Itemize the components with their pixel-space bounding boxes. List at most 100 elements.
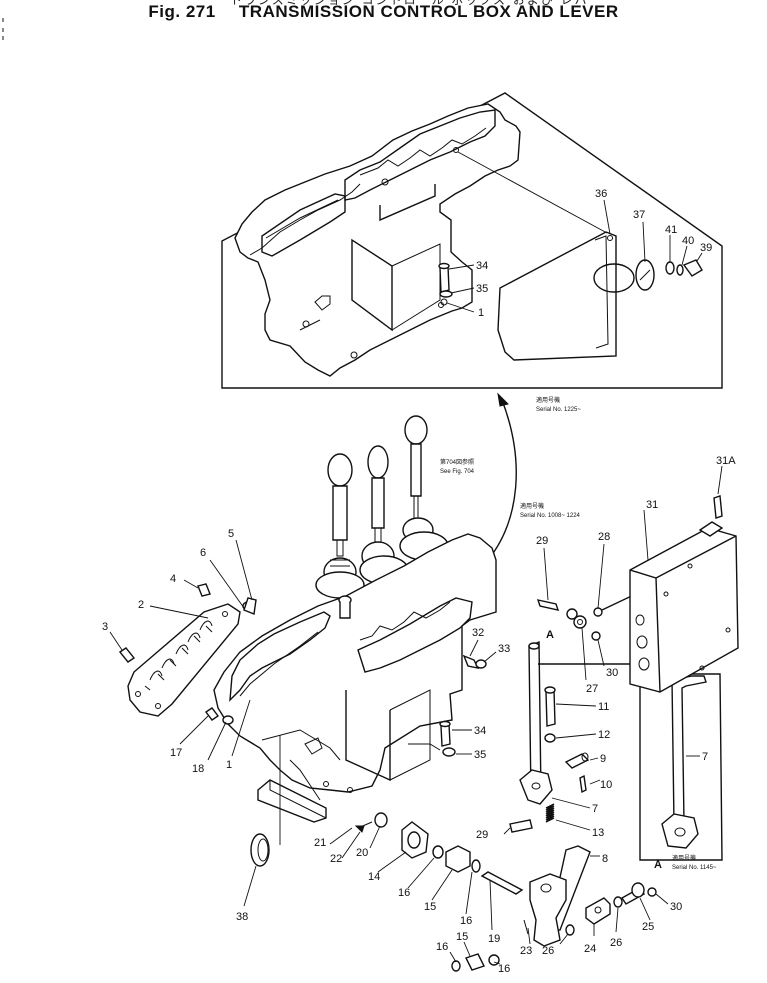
shift-pattern-plate bbox=[127, 603, 241, 717]
small-knob-top bbox=[338, 595, 352, 619]
callout-3: 3 bbox=[102, 621, 108, 633]
callout-29-a: 29 bbox=[536, 535, 548, 547]
callout-38: 38 bbox=[236, 911, 248, 923]
callout-18: 18 bbox=[192, 763, 204, 775]
callout-37: 37 bbox=[633, 209, 645, 221]
callout-17: 17 bbox=[170, 747, 182, 759]
callout-25: 25 bbox=[642, 921, 654, 933]
callout-20-leader bbox=[369, 825, 381, 849]
figure-number: Fig. 271 bbox=[148, 2, 216, 21]
screw-3 bbox=[109, 631, 136, 663]
callout-15-a: 15 bbox=[424, 901, 436, 913]
callout-16-d: 16 bbox=[498, 963, 510, 975]
figure-title: Fig. 271 TRANSMISSION CONTROL BOX AND LE… bbox=[0, 2, 767, 22]
lever-8-assembly bbox=[523, 845, 591, 947]
callout-1-upper: 1 bbox=[478, 307, 484, 319]
callout-30-b: 30 bbox=[670, 901, 682, 913]
lever-variant-detail-box bbox=[639, 673, 723, 861]
pins-bolts-9-12 bbox=[544, 686, 601, 794]
callout-19-leader bbox=[489, 879, 493, 931]
callout-31a: 31A bbox=[716, 455, 736, 467]
callout-16b-leader bbox=[465, 871, 473, 915]
callout-15-leader bbox=[431, 869, 453, 901]
callout-7-b: 7 bbox=[702, 751, 708, 763]
callout-31: 31 bbox=[646, 499, 658, 511]
bolt-29-lower bbox=[503, 819, 533, 835]
serial-note-mid: Serial No. 1008~ 1224 bbox=[520, 513, 581, 519]
callout-16-c: 16 bbox=[436, 941, 448, 953]
callout-16-b: 16 bbox=[460, 915, 472, 927]
see-fig-note: See Fig. 704 bbox=[440, 469, 475, 475]
callout-2-leader bbox=[149, 605, 209, 619]
upper-control-box-housing bbox=[234, 103, 521, 377]
callout-21-leader bbox=[329, 827, 353, 845]
callout-15-b: 15 bbox=[456, 931, 468, 943]
seal-38 bbox=[243, 833, 270, 907]
serial-note-lower-jp: 適用号機 bbox=[672, 854, 696, 862]
callout-22-leader bbox=[341, 831, 361, 859]
callout-5: 5 bbox=[228, 528, 234, 540]
lever-7-left bbox=[519, 640, 591, 809]
callout-29-b: 29 bbox=[476, 829, 488, 841]
serial-note-mid-jp: 適用号機 bbox=[520, 502, 544, 510]
callout-4: 4 bbox=[170, 573, 176, 585]
callout-24: 24 bbox=[584, 943, 596, 955]
callout-16-leader bbox=[407, 857, 435, 889]
lever-detail-arrow bbox=[538, 658, 644, 670]
upper-cover-plate bbox=[457, 151, 617, 361]
callout-35-upper: 35 bbox=[476, 283, 488, 295]
callout-14: 14 bbox=[368, 871, 380, 883]
ref-mark-a-upper: A bbox=[546, 629, 554, 641]
screw-4 bbox=[183, 579, 211, 597]
callout-16-a: 16 bbox=[398, 887, 410, 899]
shaft-assembly bbox=[354, 812, 524, 895]
callout-30-a: 30 bbox=[606, 667, 618, 679]
callout-32: 32 bbox=[472, 627, 484, 639]
callout-1-leader bbox=[231, 699, 251, 757]
callout-21: 21 bbox=[314, 837, 326, 849]
callout-34-upper: 34 bbox=[476, 260, 488, 272]
callout-36: 36 bbox=[595, 188, 607, 200]
callout-23: 23 bbox=[520, 945, 532, 957]
callout-22: 22 bbox=[330, 853, 342, 865]
ref-mark-a-lower: A bbox=[654, 859, 662, 871]
callout-33: 33 bbox=[498, 643, 510, 655]
callout-27: 27 bbox=[586, 683, 598, 695]
callout-2: 2 bbox=[138, 599, 144, 611]
callout-9: 9 bbox=[600, 753, 606, 765]
figure-caption: TRANSMISSION CONTROL BOX AND LEVER bbox=[238, 2, 619, 21]
callout-6: 6 bbox=[200, 547, 206, 559]
reference-arrow-to-inset bbox=[487, 392, 517, 561]
callout-1-lower: 1 bbox=[226, 759, 232, 771]
callout-34-lower: 34 bbox=[474, 725, 486, 737]
upper-bolt-washer bbox=[438, 262, 475, 313]
serial-note-upper: Serial No. 1225~ bbox=[536, 407, 581, 413]
callout-35-lower: 35 bbox=[474, 749, 486, 761]
spring-13 bbox=[545, 803, 591, 831]
callout-26-b: 26 bbox=[610, 937, 622, 949]
callout-7-a: 7 bbox=[592, 803, 598, 815]
see-fig-note-jp: 第704図参照 bbox=[440, 458, 474, 466]
callout-26-a: 26 bbox=[542, 945, 554, 957]
callout-41: 41 bbox=[665, 224, 677, 236]
bolt-washer-5-6 bbox=[209, 539, 257, 615]
linkage-27-30 bbox=[536, 543, 641, 681]
callout-12: 12 bbox=[598, 729, 610, 741]
upper-gauge-parts bbox=[593, 199, 703, 293]
callout-14-leader bbox=[377, 851, 407, 873]
callout-8: 8 bbox=[602, 853, 608, 865]
housing-foot-bracket bbox=[257, 759, 327, 823]
bolt-nut-32-33 bbox=[462, 639, 497, 669]
callout-39: 39 bbox=[700, 242, 712, 254]
bolt-washer-34-35-lower bbox=[408, 720, 472, 757]
callout-20: 20 bbox=[356, 847, 368, 859]
bushing-washers-bottom bbox=[449, 941, 501, 972]
lower-control-box-housing bbox=[213, 533, 497, 793]
callout-40: 40 bbox=[682, 235, 694, 247]
bolt-washer-17-18 bbox=[179, 707, 234, 761]
callout-11: 11 bbox=[598, 701, 609, 713]
callout-13: 13 bbox=[592, 827, 604, 839]
controller-box-31 bbox=[629, 465, 739, 693]
serial-note-upper-jp: 適用号機 bbox=[536, 396, 560, 404]
